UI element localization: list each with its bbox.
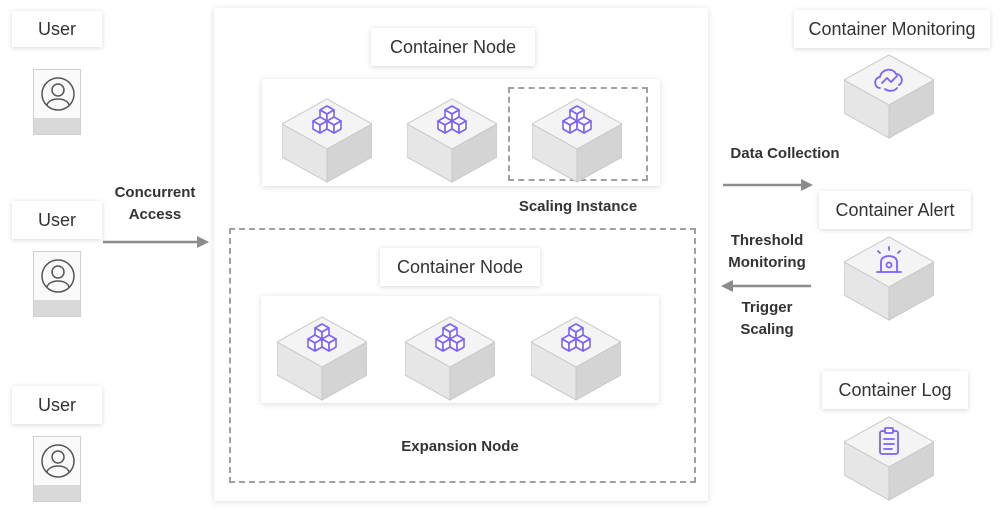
expansion-container-node-label: Container Node <box>380 248 540 286</box>
expansion-container-node-text: Container Node <box>396 256 524 277</box>
trigger-line-1: Trigger <box>741 299 793 316</box>
concurrent-access-arrow <box>103 236 209 248</box>
container-monitoring-text: Container Monitoring <box>808 18 976 39</box>
data-collection-arrow <box>723 179 813 191</box>
user-avatar-card-1 <box>33 69 81 135</box>
container-alert-cube <box>844 236 934 321</box>
expansion-instance-3 <box>531 316 621 401</box>
container-log-cube <box>844 416 934 501</box>
clipboard-log-icon <box>879 427 899 455</box>
trigger-scaling-arrow <box>721 280 811 292</box>
container-node-label: Container Node <box>371 28 535 66</box>
concurrent-access-line-1: Concurrent <box>114 184 196 201</box>
expansion-instance-1 <box>277 316 367 401</box>
user-label-2: User <box>12 201 102 239</box>
container-monitoring-cube <box>844 54 934 139</box>
concurrent-access-label: Concurrent Access <box>100 182 210 226</box>
user-label-text: User <box>37 209 76 230</box>
threshold-monitoring-label: Threshold Monitoring <box>712 230 822 274</box>
alarm-light-icon <box>876 246 902 273</box>
user-card-footer <box>34 118 80 134</box>
user-label-1: User <box>12 11 102 47</box>
user-avatar-card-3 <box>33 436 81 502</box>
data-collection-label: Data Collection <box>730 145 840 162</box>
user-label-text: User <box>37 18 76 39</box>
threshold-line-2: Monitoring <box>728 254 806 271</box>
expansion-instance-2 <box>405 316 495 401</box>
threshold-line-1: Threshold <box>730 232 804 249</box>
container-instance-2 <box>407 98 497 183</box>
trigger-line-2: Scaling <box>740 321 794 338</box>
container-instance-1 <box>282 98 372 183</box>
container-alert-text: Container Alert <box>835 199 955 220</box>
user-avatar-icon <box>41 259 75 293</box>
cloud-monitoring-icon <box>874 68 903 92</box>
container-alert-label: Container Alert <box>819 191 971 229</box>
user-card-footer <box>34 485 80 501</box>
user-avatar-card-2 <box>33 251 81 317</box>
concurrent-access-line-2: Access <box>128 206 182 223</box>
scaling-instance-label: Scaling Instance <box>518 198 638 215</box>
user-avatar-icon <box>41 77 75 111</box>
container-monitoring-label: Container Monitoring <box>794 10 990 48</box>
user-avatar-icon <box>41 444 75 478</box>
user-card-footer <box>34 300 80 316</box>
user-label-3: User <box>12 386 102 424</box>
expansion-node-box <box>229 228 696 483</box>
container-log-label: Container Log <box>822 371 968 409</box>
expansion-node-label: Expansion Node <box>401 438 519 455</box>
user-label-text: User <box>37 394 76 415</box>
container-node-text: Container Node <box>389 36 517 57</box>
container-instance-scaling <box>532 98 622 183</box>
trigger-scaling-label: Trigger Scaling <box>712 297 822 341</box>
container-log-text: Container Log <box>838 379 952 400</box>
